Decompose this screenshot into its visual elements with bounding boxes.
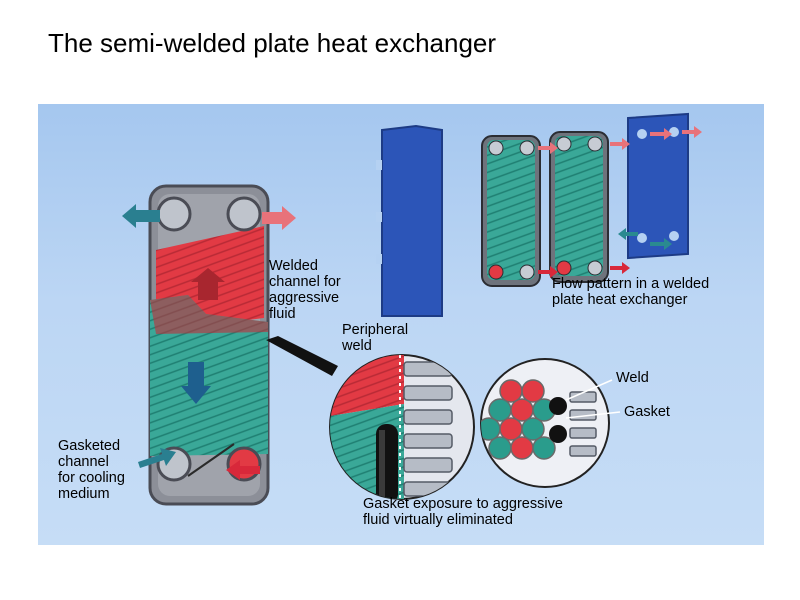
flow-down-arrow-icon [181,362,211,404]
zoom-connector [266,336,338,376]
peripheral-weld-label: Peripheral weld [342,322,409,354]
gasket-exposure-label: Gasket exposure to aggressive fluid virt… [363,496,563,528]
large-plate [122,184,296,506]
gasket-leader-line [565,411,621,419]
flow-up-arrow-icon [191,268,225,300]
slide-title: The semi-welded plate heat exchanger [48,28,497,58]
welded-cassette-plate-1 [481,135,541,287]
gasketed-channel-area [150,295,268,456]
weld-label: Weld [616,370,649,386]
heat-exchanger-illustration [122,112,702,506]
blue-frame-plate-left [376,124,443,317]
weld-dot-icon [549,397,567,415]
blue-frame-plate-right [627,112,689,260]
inlet-arrow-teal-icon [138,448,176,468]
flow-pattern-label: Flow pattern in a welded plate heat exch… [552,276,710,308]
welded-cassette-plate-2 [549,131,609,283]
outlet-arrow-teal-icon [122,204,160,228]
port-icon [156,196,192,232]
port-icon [226,446,262,482]
gasket-dot-icon [549,425,567,443]
port-icon [226,196,262,232]
weld-gasket-detail [480,358,621,488]
flow-arrows-top [538,126,702,278]
inlet-arrow-red-icon [226,460,260,480]
peripheral-weld-detail [329,354,475,500]
welded-channel-label: Welded channel for aggressive fluid [269,258,341,322]
weld-leader-line [565,379,613,401]
outlet-arrow-pink-icon [262,206,296,230]
diagram-panel: Welded channel for aggressive fluid Gask… [38,104,764,545]
gasket-label: Gasket [624,404,670,420]
gasketed-channel-label: Gasketed channel for cooling medium [58,438,125,502]
